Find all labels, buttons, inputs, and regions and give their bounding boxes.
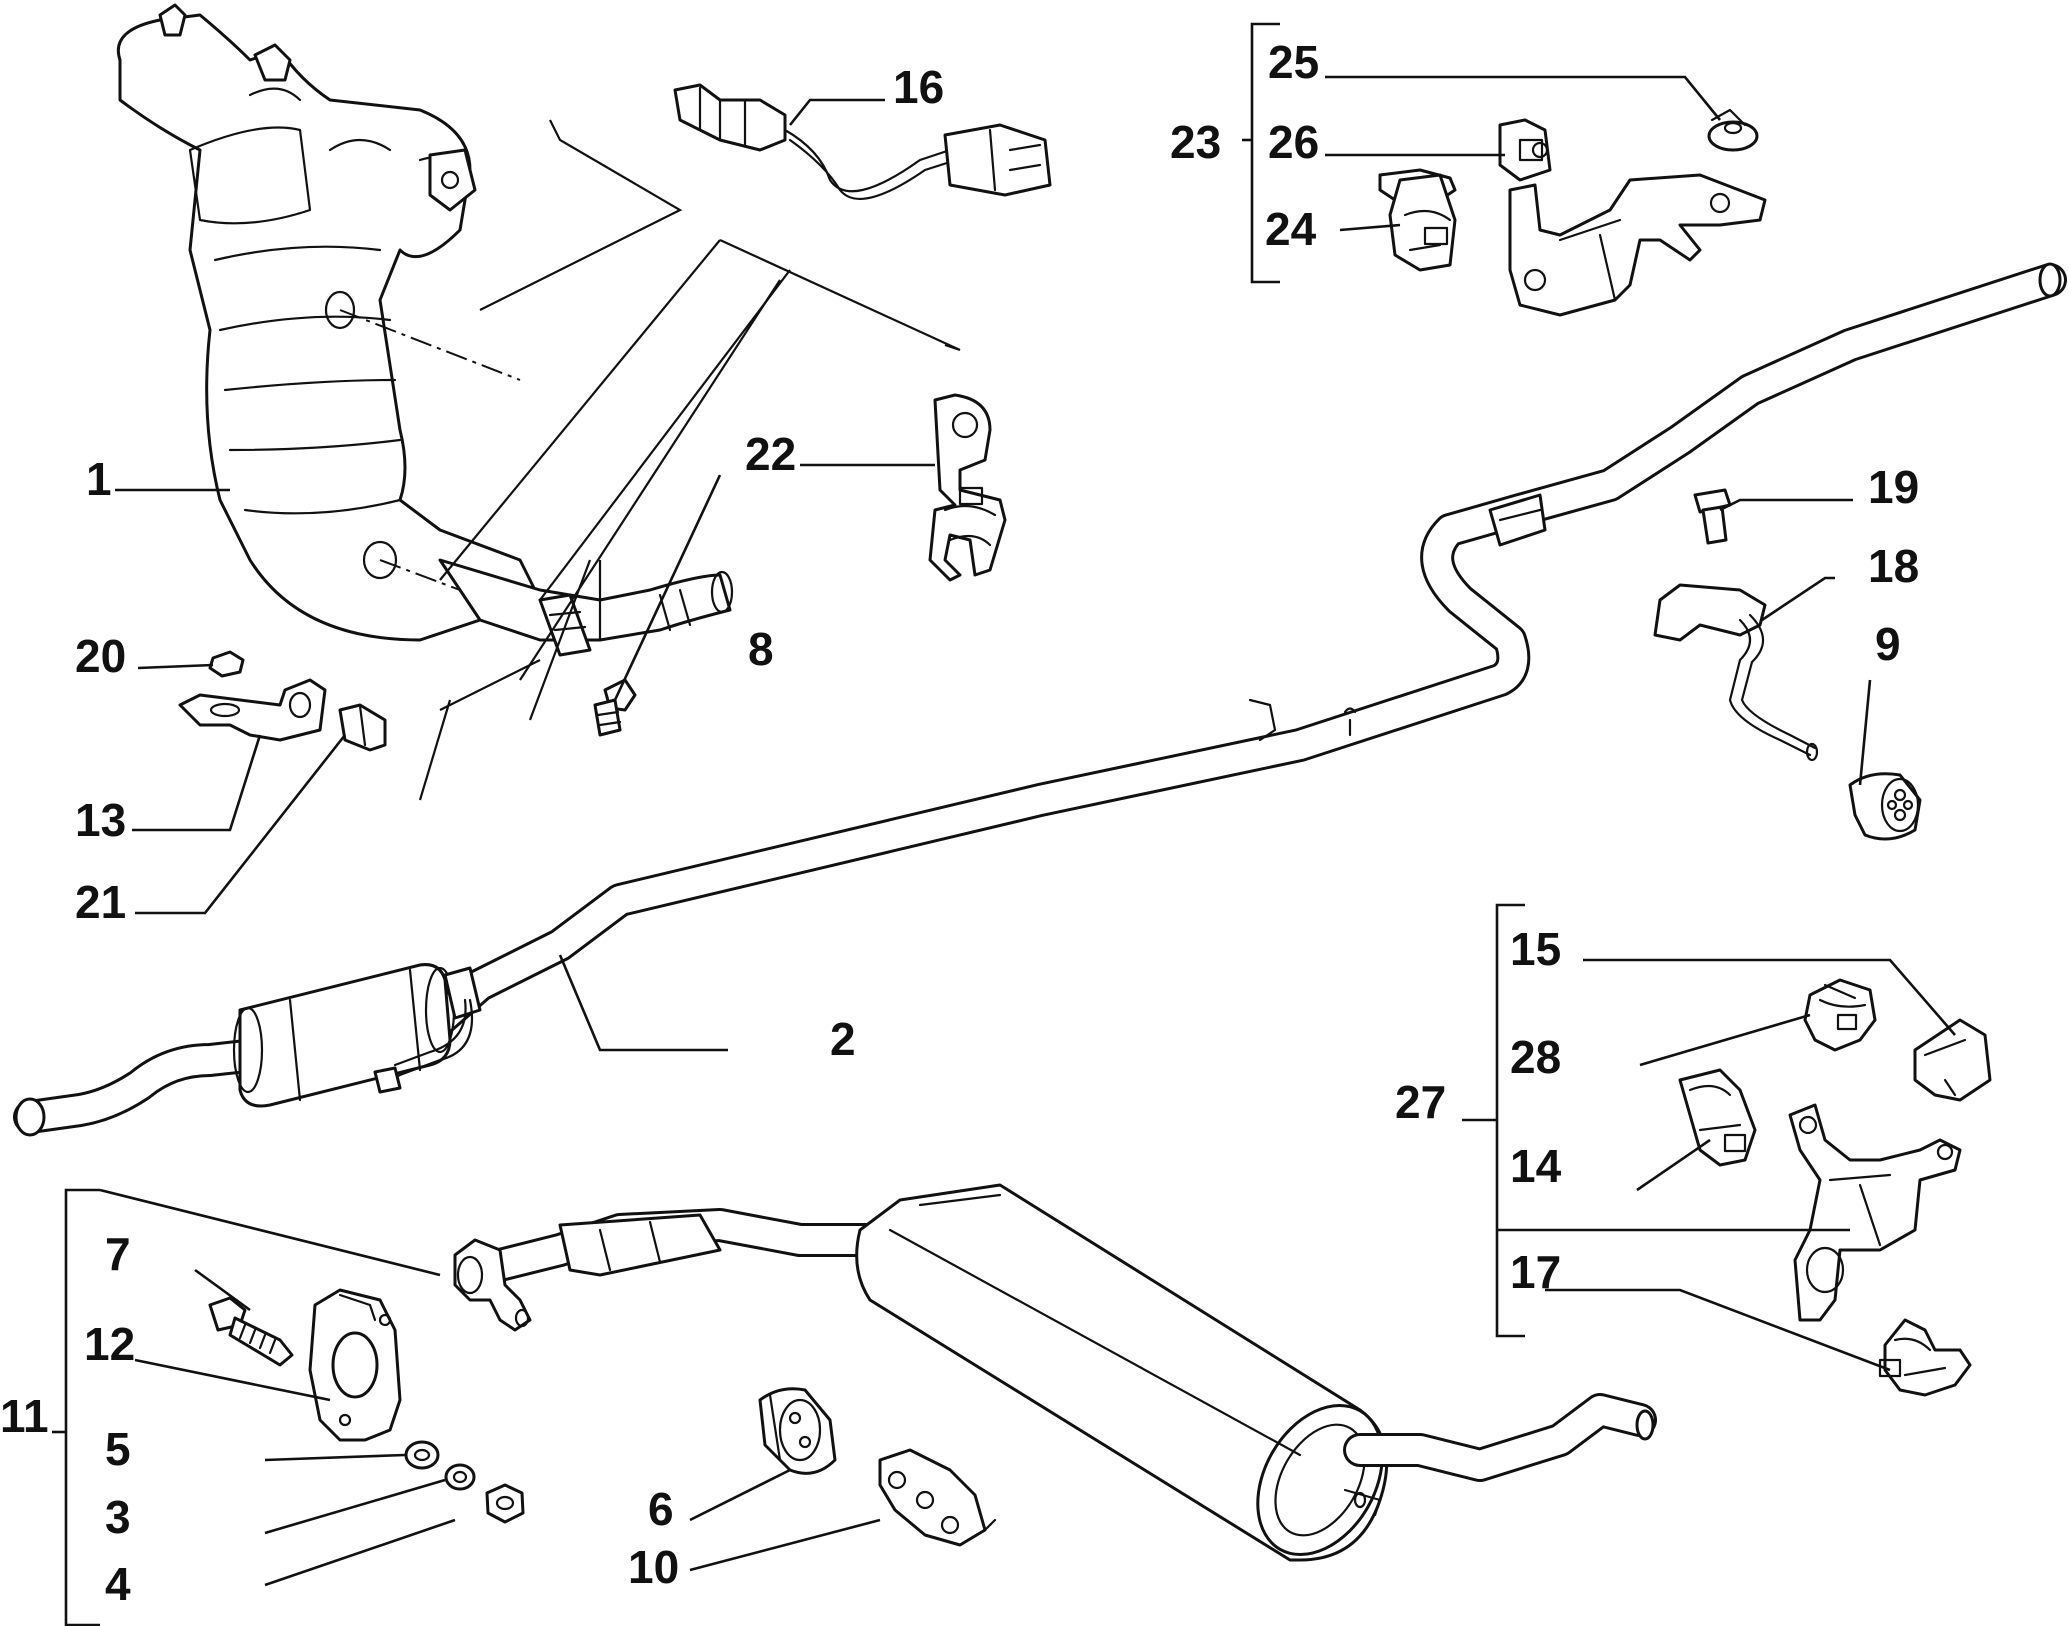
callout-19: 19 xyxy=(1868,461,1919,513)
callout-22: 22 xyxy=(745,428,796,480)
callout-21: 21 xyxy=(75,876,126,928)
lambda-sensor-icon xyxy=(673,83,1052,201)
fitting-axis-line xyxy=(379,559,461,591)
heat-shield-outline xyxy=(479,119,683,311)
clamp-icon xyxy=(1913,1018,1992,1102)
callout-23: 23 xyxy=(1170,116,1221,168)
bracket-icon xyxy=(1653,583,1819,762)
heat-shield-outline xyxy=(719,239,961,352)
callout-6: 6 xyxy=(648,1483,674,1535)
callout-labels: 1 2 3 4 5 6 7 8 9 10 11 12 13 14 15 16 1… xyxy=(0,36,1919,1610)
grommet-icon xyxy=(1707,108,1759,152)
heat-shield-outline xyxy=(439,239,721,581)
callout-9: 9 xyxy=(1875,618,1901,670)
callout-16: 16 xyxy=(893,61,944,113)
catalytic-converter-icon xyxy=(117,3,542,642)
washer-icon xyxy=(444,1463,476,1491)
callout-11: 11 xyxy=(0,1390,49,1442)
rubber-mount-icon xyxy=(878,1448,997,1547)
callout-10: 10 xyxy=(628,1541,679,1593)
front-pipe-icon xyxy=(13,262,2067,1137)
callout-7: 7 xyxy=(105,1228,131,1280)
group-bracket-23 xyxy=(1250,22,1280,284)
bolt-icon xyxy=(338,703,387,752)
callout-18: 18 xyxy=(1868,540,1919,592)
bracket-icon xyxy=(1788,1103,1962,1322)
callout-8: 8 xyxy=(748,623,774,675)
heat-shield-outline xyxy=(539,269,791,601)
callout-14: 14 xyxy=(1510,1140,1562,1192)
rear-muffler-icon xyxy=(453,1183,1657,1562)
callout-17: 17 xyxy=(1510,1246,1561,1298)
callout-24: 24 xyxy=(1265,203,1317,255)
clamp-icon xyxy=(1388,173,1457,272)
group-bracket-11 xyxy=(64,1188,100,1626)
bolt-icon xyxy=(1693,488,1732,545)
callout-27: 27 xyxy=(1395,1076,1446,1128)
converter-outlet-pipe xyxy=(438,558,734,657)
clamp-icon xyxy=(1803,978,1877,1052)
bracket-icon xyxy=(1508,173,1767,317)
heat-shield-outline xyxy=(528,559,602,721)
callout-1: 1 xyxy=(86,453,112,505)
callout-2: 2 xyxy=(830,1013,856,1065)
callout-5: 5 xyxy=(105,1423,131,1475)
rubber-mount-icon xyxy=(758,1387,837,1475)
nut-icon xyxy=(485,1483,525,1524)
heat-shield-outline xyxy=(519,279,781,681)
leader-lines xyxy=(99,75,1956,1587)
clamp-icon xyxy=(1678,1068,1757,1167)
callout-26: 26 xyxy=(1268,116,1319,168)
bracket-icon xyxy=(178,678,327,742)
callout-25: 25 xyxy=(1268,36,1319,88)
callout-3: 3 xyxy=(105,1491,131,1543)
nut-icon xyxy=(208,650,245,678)
clamp-icon xyxy=(1878,1318,1972,1397)
callout-12: 12 xyxy=(84,1318,135,1370)
bracket-icon xyxy=(928,393,1007,582)
washer-icon xyxy=(404,1440,440,1470)
callout-15: 15 xyxy=(1510,923,1561,975)
rubber-mount-icon xyxy=(1848,772,1922,841)
gasket-icon xyxy=(308,1288,402,1442)
bolt-icon xyxy=(593,678,637,737)
callout-13: 13 xyxy=(75,794,126,846)
heat-shield-outline xyxy=(418,659,541,801)
clamp-icon xyxy=(1498,118,1552,182)
bolt-icon xyxy=(208,1296,294,1367)
callout-20: 20 xyxy=(75,630,126,682)
fitting-axis-line xyxy=(339,309,521,381)
callout-4: 4 xyxy=(105,1558,131,1610)
callout-28: 28 xyxy=(1510,1031,1561,1083)
